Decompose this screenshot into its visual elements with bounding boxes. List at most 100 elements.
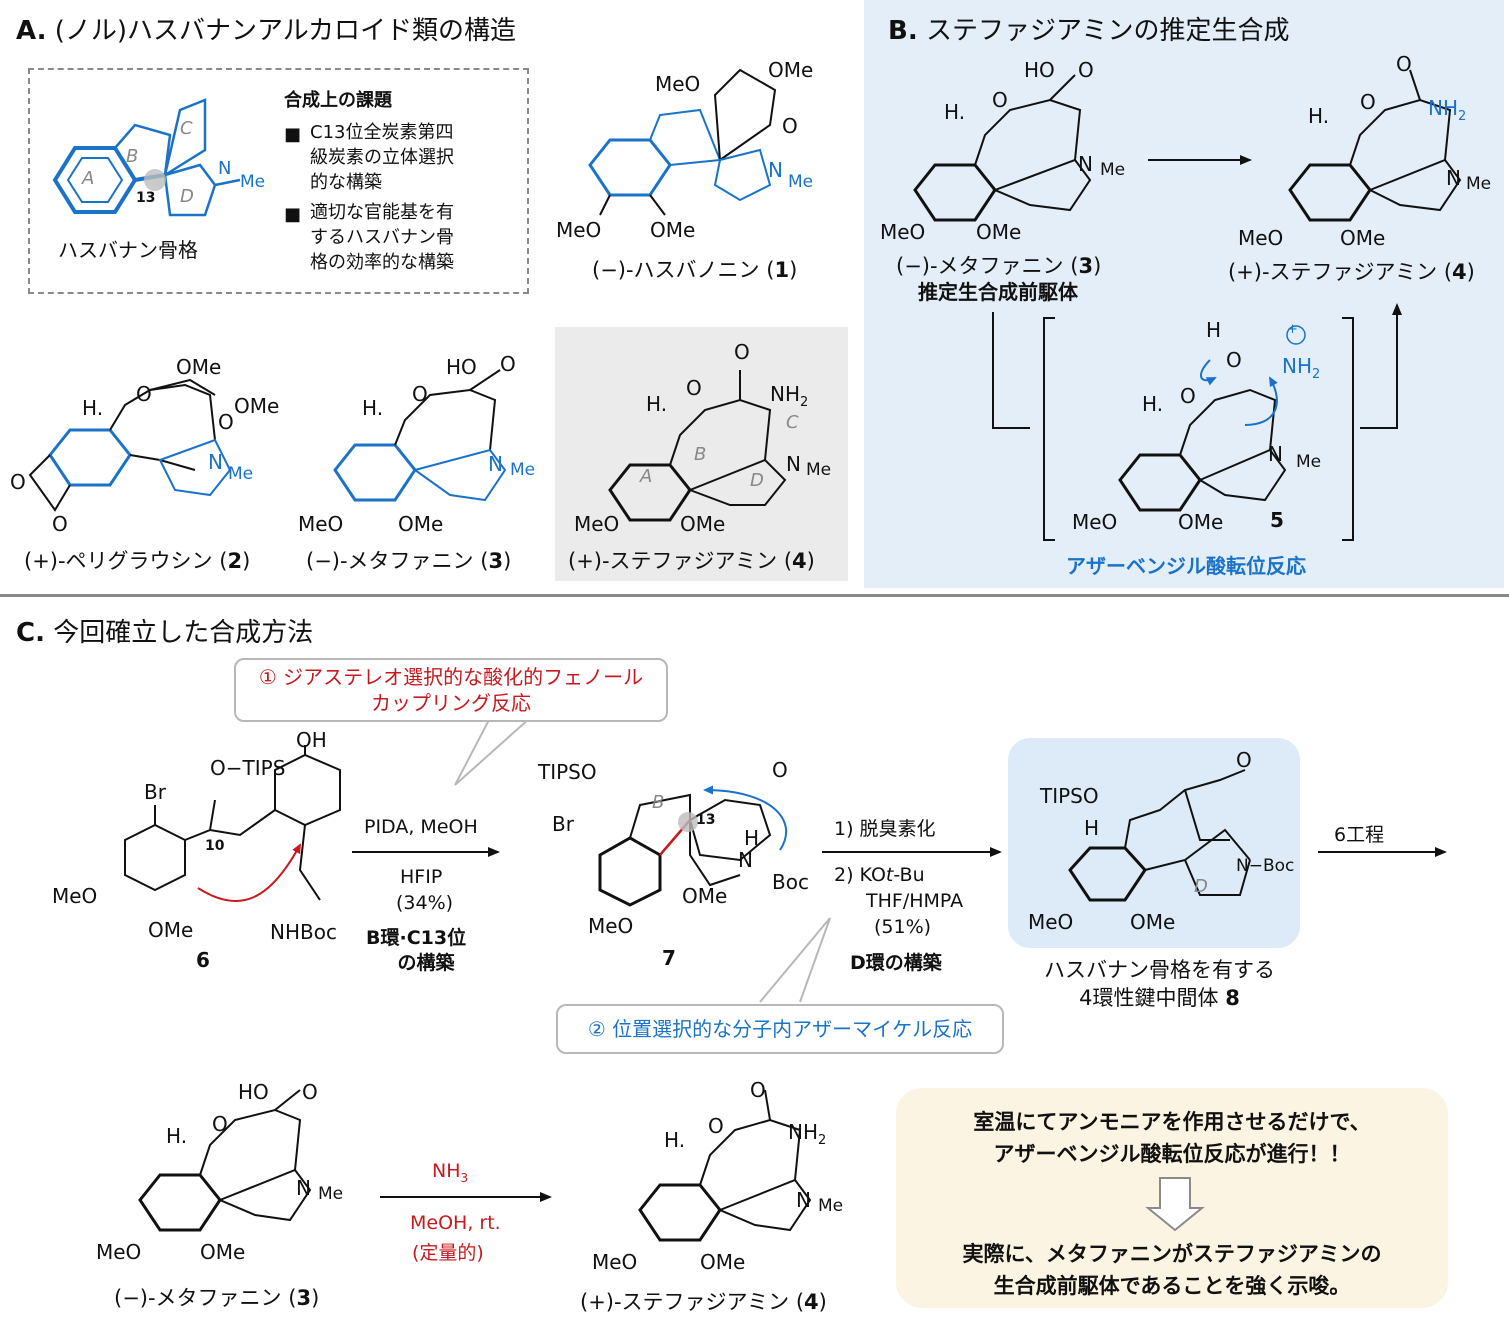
b4-o-carbonyl: O [1396,52,1412,76]
c3a-me: Me [510,460,536,480]
c3a-o: O [412,382,428,406]
summary-line-3: 実際に、メタファニンがステファジアミンの [962,1242,1382,1266]
panel-b-background [864,0,1504,588]
b3-o: O [992,88,1008,112]
bullet-2: ■ [284,204,302,225]
b5-h-top: H [1206,318,1222,342]
summary-down-arrow [1145,1177,1205,1232]
c2-o-left2: O [52,512,68,536]
c4a-caption: (+)-ステファジアミン (4) [568,549,815,573]
red-coupling-arrow [197,843,301,903]
c7-boc: Boc [772,870,809,894]
c10-label: 10 [205,838,225,854]
f4-o: O [708,1114,724,1138]
f3-ho: HO [238,1080,269,1104]
f4-ome: OMe [700,1250,746,1274]
compound-3-structure-b [913,74,1092,222]
b5-o: O [1180,384,1196,408]
skeleton-n: N [218,158,232,179]
challenge-1: C13位全炭素第四 級炭素の立体選択 的な構築 [310,122,454,193]
plus-charge-circle [1286,325,1306,345]
b5-meo: MeO [1072,510,1118,534]
intermediate-8-box [1008,738,1300,948]
c6-tips: O−TIPS [210,756,286,780]
c8-caption: ハスバナン骨格を有する 4環性鍵中間体 8 [1044,958,1275,1010]
b3-meo: MeO [880,220,926,244]
b5-h: H. [1142,392,1164,416]
b4-nh2: NH2 [1428,96,1467,124]
c1-me: Me [788,172,814,192]
c13-highlight-circle-7 [678,812,698,832]
precursor-label: 推定生合成前駆体 [918,280,1078,304]
c8-ome: OMe [1130,910,1176,934]
section-c-title: C. 今回確立した合成方法 [16,618,314,648]
c3a-ho: HO [446,355,477,379]
callout-2: ② 位置選択的な分子内アザーマイケル反応 [556,1004,1004,1054]
callout-1: ① ジアステレオ選択的な酸化的フェノール カップリング反応 [234,658,668,722]
challenges-title: 合成上の課題 [284,90,392,111]
compound-4-structure-c [638,1089,812,1242]
compound-4-structure-a [608,370,787,522]
step1-yield: (34%) [396,892,454,914]
c7-h: H [744,826,760,850]
b5-nh2: NH2 [1282,354,1321,382]
c3a-h: H. [362,396,384,420]
b4-caption: (+)-ステファジアミン (4) [1228,260,1475,284]
final-yield: (定量的) [412,1242,484,1264]
section-a-title: A. (ノル)ハスバナンアルカロイド類の構造 [16,16,516,46]
c7-ring-b: B [652,792,665,813]
compound-7-structure [598,793,772,907]
b5-me: Me [1296,452,1322,472]
c8-h: H [1084,816,1100,840]
c3a-n: N [488,452,503,476]
c7-ome: OMe [682,884,728,908]
callout2-tail [759,917,831,1003]
step1-reagents: PIDA, MeOH [364,816,478,838]
c2-caption: (+)-ペリグラウシン (2) [24,549,251,573]
b4-me: Me [1466,174,1492,194]
c1-n: N [768,158,783,182]
final-reagent: NH3 [432,1160,469,1185]
c4a-meo: MeO [574,512,620,536]
f4-meo: MeO [592,1250,638,1274]
c7-tipso: TIPSO [538,760,597,784]
c8-meo: MeO [1028,910,1074,934]
step1-note: B環·C13位 の構築 [366,927,467,974]
step1-solvent: HFIP [400,866,443,888]
f4-me: Me [818,1196,844,1216]
c2-n: N [208,450,223,474]
skeleton-me: Me [240,172,266,192]
c7-br: Br [552,812,574,836]
compound-2-structure [28,378,232,512]
challenge-2: 適切な官能基を有 するハスバナン骨 格の効率的な構築 [310,202,454,273]
c4a-ring-d: D [750,470,764,491]
final-conditions: MeOH, rt. [410,1212,501,1234]
compound-6-structure [124,745,341,901]
c8-nboc: N−Boc [1236,856,1295,876]
c13-highlight-circle [144,169,166,191]
bracket-left [1043,317,1055,541]
c6-ome: OMe [148,918,194,942]
intermediate-5-structure [1118,388,1287,512]
ring-d-label: D [180,186,194,207]
step2-yield: (51%) [874,916,932,938]
f4-o-carbonyl: O [750,1078,766,1102]
f4-nh2: NH2 [788,1120,827,1148]
b3-n: N [1078,152,1093,176]
summary-line-2: アザーベンジル酸転位反応が進行！！ [993,1142,1351,1166]
b4-o: O [1360,90,1376,114]
c2-ome-top: OMe [176,355,222,379]
c8-tipso: TIPSO [1040,784,1099,808]
arrow-push-1 [1200,359,1217,386]
c7-meo: MeO [588,914,634,938]
intermediate-5-number: 5 [1270,508,1284,532]
c4a-me: Me [806,460,832,480]
b5-o-hydroxyl: O [1226,348,1242,372]
step3-label: 6工程 [1334,824,1385,846]
rearrangement-label: アザーベンジル酸転位反応 [1066,554,1306,578]
section-b-title: B. ステファジアミンの推定生合成 [888,16,1290,46]
summary-line-1: 室温にてアンモニアを作用させるだけで、 [973,1110,1371,1134]
c4a-ring-c: C [786,412,799,433]
c3a-o-ketone: O [500,352,516,376]
